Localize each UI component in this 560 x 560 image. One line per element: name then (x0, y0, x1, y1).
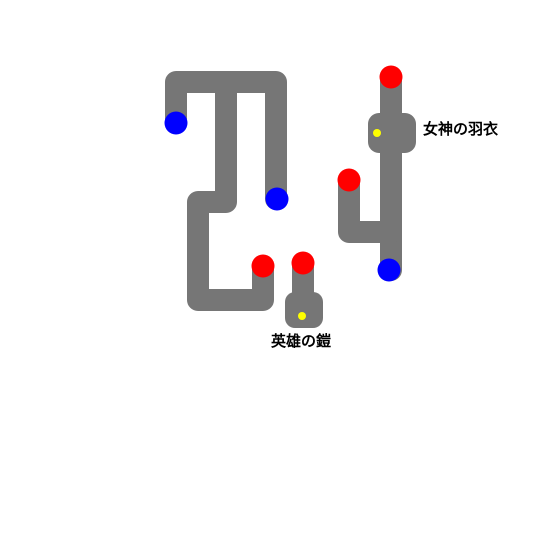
red-warp-marker-icon (379, 65, 403, 89)
treasure-dot-icon (373, 129, 381, 137)
corridor-left-maze (165, 71, 274, 311)
treasure-dot-icon (298, 312, 306, 320)
blue-warp-marker-icon (265, 187, 289, 211)
corridor-right-branch (338, 169, 402, 243)
label-hero-armor: 英雄の鎧 (271, 332, 331, 350)
treasures (298, 129, 381, 320)
entry-warps (164, 111, 401, 282)
blue-warp-marker-icon (377, 258, 401, 282)
room-goddess-robe (368, 113, 416, 153)
exit-warps (251, 65, 403, 278)
red-warp-marker-icon (291, 251, 315, 275)
red-warp-marker-icon (251, 254, 275, 278)
label-goddess-robe: 女神の羽衣 (423, 120, 498, 138)
room-hero-armor (285, 292, 323, 328)
corridor-upper-branch (215, 71, 287, 210)
blue-warp-marker-icon (164, 111, 188, 135)
red-warp-marker-icon (337, 168, 361, 192)
rooms (285, 113, 416, 328)
